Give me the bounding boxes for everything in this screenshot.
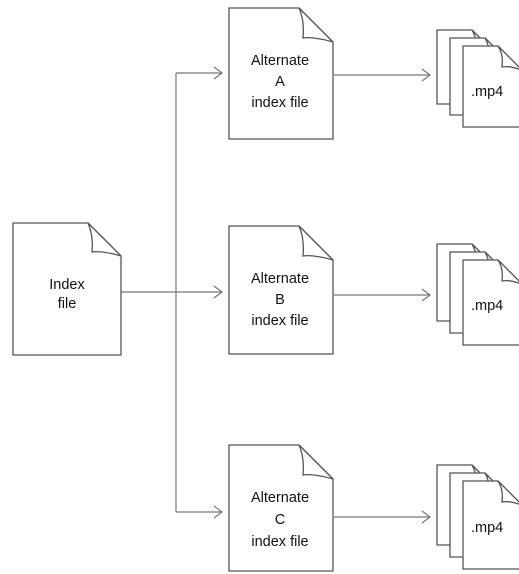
media-a-label: .mp4 [471,84,503,100]
connectors [121,66,431,524]
arrowhead-alt-c [213,505,223,519]
alternate-c-label-line-3: index file [251,534,308,550]
arrowhead-media-b [421,288,431,302]
arrowhead-media-c [421,510,431,524]
alternate-b-label-line-1: Alternate [251,271,309,287]
media-stack-c: .mp4 [436,464,519,570]
alternate-c-document: Alternate C index file [228,444,334,572]
alternate-c-label-line-2: C [275,512,285,528]
index-file-document: Index file [12,222,122,356]
index-file-label-line-1: Index [49,277,85,293]
arrowhead-alt-b [213,285,223,299]
arrowhead-media-a [421,68,431,82]
media-stack-b: .mp4 [436,243,519,346]
media-stack-a: .mp4 [436,29,519,128]
alternate-a-label-line-1: Alternate [251,53,309,69]
alternate-c-label-line-1: Alternate [251,490,309,506]
alternate-a-label-line-3: index file [251,95,308,111]
media-c-label: .mp4 [471,520,503,536]
alternate-b-document: Alternate B index file [228,225,334,355]
index-file-label-line-2: file [58,296,77,312]
media-b-label: .mp4 [471,298,503,314]
arrowhead-alt-a [213,66,223,80]
alternate-b-label-line-2: B [275,292,285,308]
alternate-a-label-line-2: A [275,74,285,90]
alternate-a-document: Alternate A index file [228,7,334,140]
alternate-b-label-line-3: index file [251,313,308,329]
